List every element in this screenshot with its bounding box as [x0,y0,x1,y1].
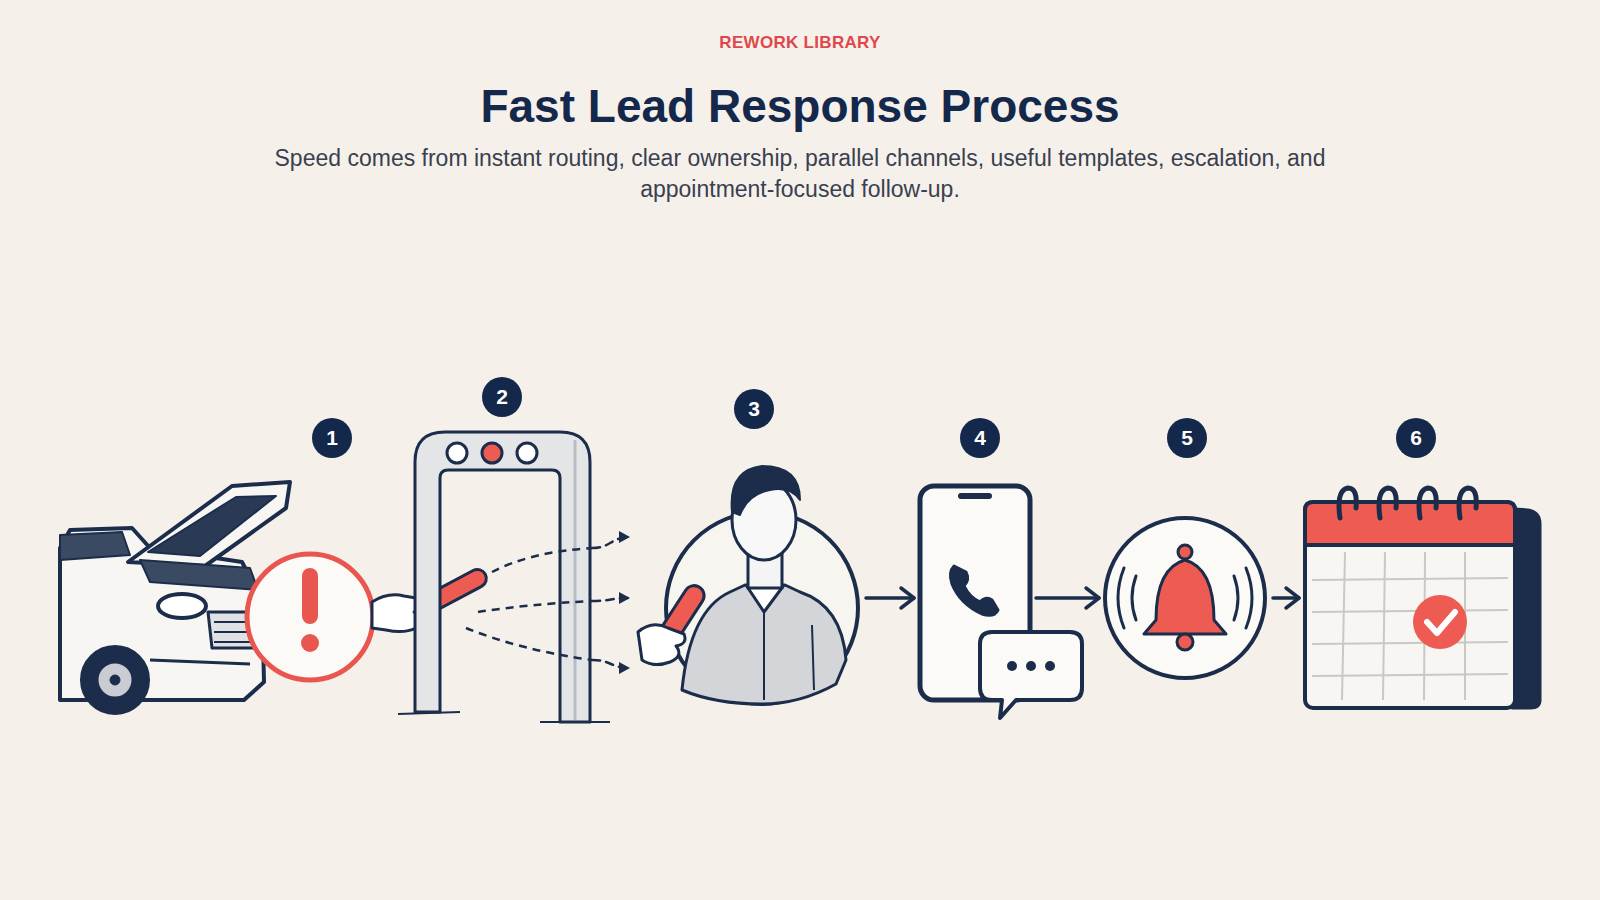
alert-badge [247,554,373,680]
routing-arrow [592,531,630,548]
arrow-head [901,588,914,608]
car-illustration-part [110,675,120,685]
escalation-bell-part [1105,518,1265,678]
connector-line [592,598,630,601]
car-illustration-part [150,660,250,664]
callout-number: 1 [312,418,352,458]
flow-arrow [1273,588,1299,608]
car-illustration-part [140,560,258,590]
arrow-head [619,592,630,604]
routing-gate-part [574,440,577,720]
connector-line [866,596,914,600]
escalation-bell-part [1178,545,1192,559]
callout-number: 3 [734,389,774,429]
callout-number: 4 [960,418,1000,458]
step-node: 3 [630,387,862,707]
routing-gate-part [447,443,467,463]
arrow-head [619,662,630,674]
car-illustration-part [60,532,130,560]
owner-person [638,466,858,704]
routing-arrow [592,592,630,604]
appointment-calendar-part [1342,552,1465,700]
phone-icon-part [980,632,1082,718]
car-illustration-part [128,482,290,566]
callout-number: 5 [1167,418,1207,458]
phone-icon-part [1026,661,1036,671]
owner-person-part [638,625,685,665]
phone-icon [920,486,1082,718]
step-node: 6 [1303,416,1543,712]
callout-number: 6 [1396,418,1436,458]
routing-gate-part [415,432,590,722]
escalation-bell-part [1144,560,1226,634]
arrow-head [1286,588,1299,608]
step-node: 4 [918,416,1032,704]
car-illustration-part [82,647,148,713]
appointment-calendar-part [1312,578,1508,676]
phone-icon-part [1045,661,1055,671]
phone-icon-part [950,566,998,615]
car-illustration-part [214,622,250,642]
routing-gate-part [482,443,502,463]
appointment-calendar-part [1339,488,1476,518]
phone-icon-part [958,493,992,499]
alert-badge-part [301,634,319,652]
car-illustration-part [97,662,133,698]
connector-line [1036,596,1099,600]
flow-arrow [1036,588,1099,608]
routing-arrow [592,660,630,674]
routing-gate-part [517,443,537,463]
arrow-head [1086,588,1099,608]
appointment-calendar-part [1305,502,1515,708]
car-illustration-part [148,496,276,556]
escalation-bell-part [1177,634,1193,650]
appointment-calendar-part [1427,612,1455,633]
escalation-bell [1105,518,1265,678]
step-node: 1 [60,416,380,720]
step-node: 5 [1103,416,1269,682]
alert-badge-part [302,568,318,624]
diagram-title: Fast Lead Response Process [0,80,1600,132]
routing-trails-part [492,548,592,572]
routing-trails-part [466,628,592,660]
routing-gate-part [398,712,610,722]
connector-line [592,537,630,548]
step-node: 2 [412,375,592,722]
appointment-calendar-part [1413,595,1467,649]
owner-person-part [682,585,846,704]
owner-person-part [732,466,800,515]
car-illustration-part [158,594,206,618]
routing-trails-part [478,601,592,612]
appointment-calendar-part [1312,552,1508,700]
header-label: REWORK LIBRARY [0,33,1600,53]
callout-number: 2 [482,377,522,417]
appointment-calendar [1305,488,1540,708]
flow-arrow [866,588,914,608]
alert-badge-part [247,554,373,680]
routing-gate [398,432,610,722]
phone-icon-part [920,486,1030,700]
arrow-head [619,531,630,543]
appointment-calendar-part [1305,502,1515,545]
connector-line [592,660,630,668]
owner-person-part [764,612,814,700]
diagram-caption: Speed comes from instant routing, clear … [220,143,1380,205]
escalation-bell-part [1118,568,1252,628]
connector-line [1273,596,1299,600]
routing-trails [466,548,592,660]
phone-icon-part [1007,661,1017,671]
